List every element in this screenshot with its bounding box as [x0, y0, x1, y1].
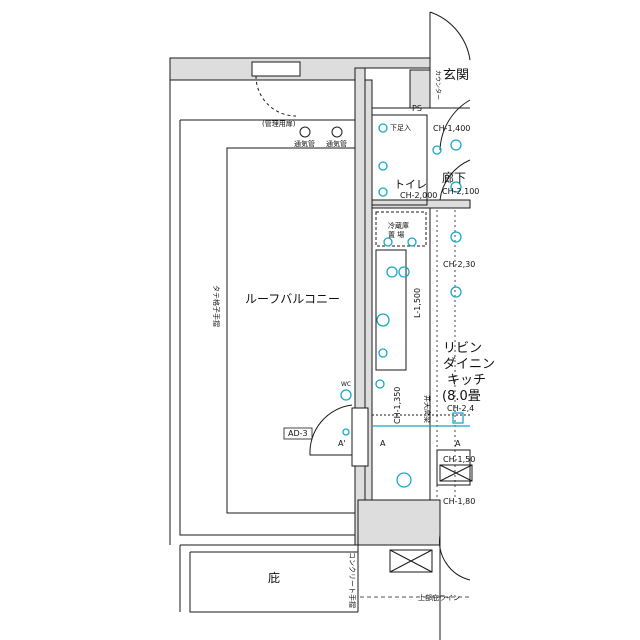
management-door-label: (管理用扉): [262, 119, 296, 128]
vent-pipe-2: [331, 126, 343, 138]
eaves-label: 庇: [268, 570, 280, 585]
vent-label-1: 通気管: [294, 139, 315, 148]
ldk-label-2: ダイニン: [443, 357, 495, 372]
upper-eaves-label: 上部庇ライン: [418, 593, 460, 602]
ldk-label-3: キッチ: [447, 373, 486, 388]
management-door: [251, 61, 301, 117]
marker-a-prime: A': [338, 439, 346, 448]
handrail-label: タテ格子手摺: [212, 285, 221, 327]
ch-2300: CH-2,30: [443, 260, 475, 269]
wc-label: WC: [341, 381, 351, 388]
unit-interior: [309, 11, 473, 640]
ch-1400: CH-1,400: [433, 124, 470, 133]
vent-label-2: 通気管: [326, 139, 347, 148]
dashed-grid: [436, 210, 456, 500]
fridge-label-2: 置 場: [388, 230, 404, 239]
ch-1500: CH-1,50: [443, 455, 475, 464]
toilet-label: トイレ: [394, 178, 427, 191]
beam-label: 井天高梁: [423, 395, 432, 423]
room-labels: 玄関 廊下 トイレ ルーフバルコニー リビン ダイニン キッチ (8.0畳 庇: [245, 68, 495, 585]
ch-2100: CH-2,100: [442, 187, 479, 196]
ch-2000: CH-2,000: [400, 191, 437, 200]
fridge-label-1: 冷蔵庫: [388, 221, 409, 230]
marker-a-2: A: [380, 439, 386, 448]
ldk-label-1: リビン: [443, 341, 482, 356]
ldk-size-label: (8.0畳: [442, 389, 481, 404]
entrance-label: 玄関: [443, 68, 469, 83]
marker-a-3: A: [455, 439, 461, 448]
ch-2400: CH-2,4: [447, 404, 474, 413]
roof-balcony-label: ルーフバルコニー: [245, 292, 340, 306]
hallway-label: 廊下: [442, 170, 466, 185]
ceiling-height-labels: CH-1,400 CH-2,100 CH-2,000 CH-2,30 CH-2,…: [393, 124, 479, 506]
ch-1800: CH-1,80: [443, 497, 475, 506]
equipment-symbols: [340, 123, 470, 488]
shoe-cabinet-label: 下足入: [390, 124, 411, 132]
ch-1350: CH-1,350: [393, 387, 402, 424]
door-tag: AD-3: [288, 429, 308, 438]
concrete-handrail-label: コンクリート手摺: [348, 552, 357, 608]
door-tag-box: [283, 427, 313, 440]
ps-label: PS: [412, 104, 422, 113]
roof-balcony-outline: [169, 58, 359, 613]
vent-pipe-1: [299, 126, 311, 138]
counter-label: カウンター: [434, 70, 442, 100]
l-1500: L-1,500: [413, 288, 422, 318]
misc-labels: PS カウンター (管理用扉) 通気管 通気管 タテ格子手摺 AD-3 A' A…: [212, 70, 461, 608]
